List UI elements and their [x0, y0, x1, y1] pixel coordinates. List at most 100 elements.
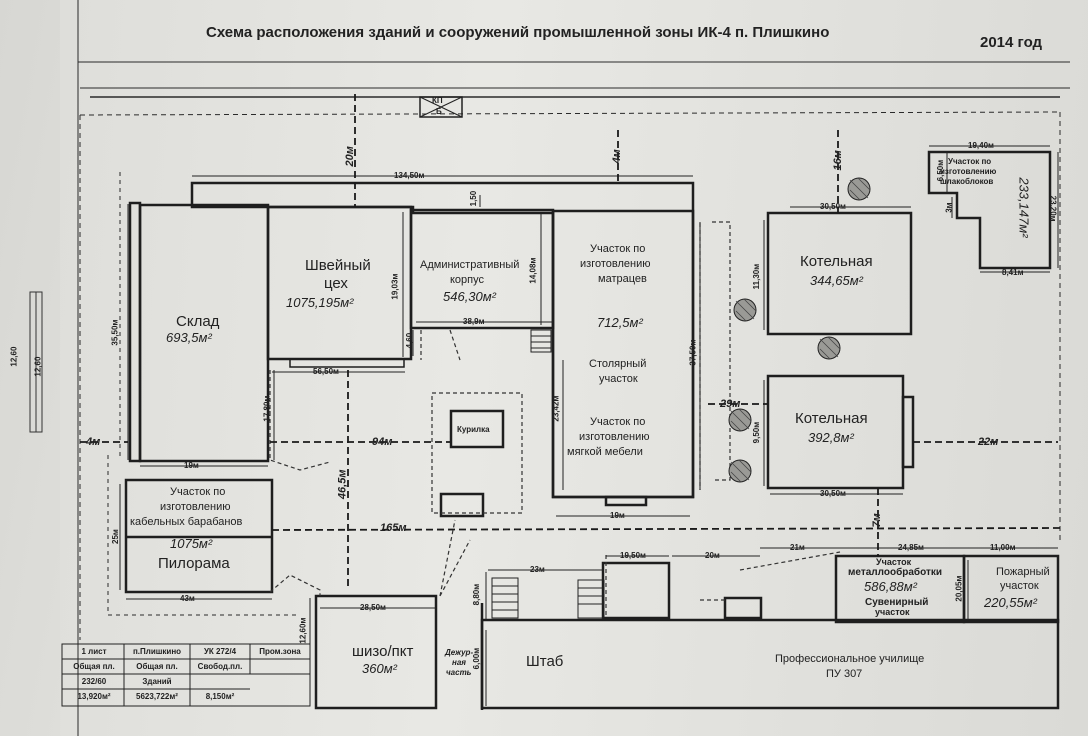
pozhar-name: Пожарный — [996, 566, 1050, 578]
gate-label-bottom: Б — [436, 107, 442, 116]
admin-name2: корпус — [450, 274, 485, 286]
kabel-area: 1075м² — [170, 536, 213, 551]
dist-label: 7м — [870, 513, 883, 528]
side-fence — [699, 221, 731, 490]
dezhur-name2: ная — [452, 658, 466, 667]
dist-label: 94м — [372, 436, 393, 448]
dist-label: 46,5м — [336, 469, 349, 500]
uchilishche-name: Профессиональное училище — [775, 653, 925, 665]
dim-label: 134,50м — [394, 171, 425, 180]
stamp-cell: Свобод.пл. — [197, 662, 243, 671]
admin-name: Административный — [420, 259, 520, 271]
dim-label: 19,40м — [968, 141, 994, 150]
shizo-building — [314, 594, 438, 710]
dist-label: 29м — [720, 398, 741, 410]
dim-label: 20м — [705, 551, 720, 560]
dashed-paths — [269, 329, 461, 471]
stairs — [530, 329, 552, 353]
ruler-label: 12,60 — [9, 346, 19, 367]
shlakoblok-name: Участок по — [948, 157, 992, 166]
stamp-cell: 232/60 — [81, 677, 107, 686]
matras-name3: матрацев — [598, 273, 647, 285]
metall-area: 586,88м² — [864, 579, 918, 594]
matras-area: 712,5м² — [597, 315, 643, 330]
shlakoblok-area: 233,147м² — [1016, 177, 1032, 238]
dim-label: 37,50м — [688, 339, 698, 366]
dim-label: 19,03м — [390, 273, 400, 300]
stamp-cell: УК 272/4 — [203, 647, 237, 656]
dim-label: 30,50м — [820, 202, 846, 211]
dim-label: 11,00м — [990, 543, 1016, 552]
kabel-name2: изготовлению — [160, 501, 231, 513]
dim-label: 19м — [610, 511, 625, 520]
perimeter-fence — [79, 111, 1061, 640]
dist-label: 22м — [978, 436, 999, 448]
paper-sheet — [60, 0, 1088, 736]
kurilka-name: Курилка — [457, 425, 490, 434]
shlakoblok-name2: изготовлению — [940, 167, 997, 176]
dim-label: 11,30м — [752, 263, 762, 290]
shveiny-annex — [289, 358, 405, 368]
kotelnaya2-name: Котельная — [795, 410, 868, 427]
dim-label: 38,9м — [463, 317, 485, 326]
dezhur-name: Дежур- — [445, 648, 474, 657]
pozhar-area: 220,55м² — [984, 595, 1038, 610]
sklad-name: Склад — [176, 313, 220, 330]
kurilka-building — [449, 409, 505, 449]
dist-label: 20м — [343, 146, 356, 167]
pilorama-name: Пилорама — [158, 555, 230, 572]
dim-label: 21м — [790, 543, 805, 552]
dist-label: 4м — [610, 149, 623, 164]
dim-label: 19м — [184, 461, 199, 470]
gate-label-top: КП — [432, 96, 443, 105]
dim-label: 23,20м — [1048, 195, 1058, 222]
dim-label: 1,50 — [469, 190, 479, 207]
dim-label: 4,60 — [405, 332, 415, 349]
dim-label: 19,50м — [620, 551, 646, 560]
gate-box — [419, 96, 463, 118]
dim-label: 8,80м — [472, 583, 482, 606]
dim-label: 30,50м — [820, 489, 846, 498]
metall-name2: металлообработки — [848, 567, 943, 578]
stamp-cell: Зданий — [142, 677, 172, 686]
dim-label: 12,60м — [298, 617, 308, 644]
shlakoblok-name3: шлакоблоков — [940, 177, 994, 186]
stamp-cell: Общая пл. — [73, 662, 115, 671]
stamp-cell: 13,920м² — [77, 692, 111, 701]
metall-name: Участок — [876, 557, 912, 567]
mebel-name: Участок по — [590, 416, 646, 428]
dezhur-name3: часть — [446, 668, 472, 677]
dim-label: 14,08м — [528, 257, 538, 284]
small-shed — [439, 492, 485, 518]
shveiny-area: 1075,195м² — [286, 295, 354, 310]
stairs — [577, 579, 605, 619]
stolyar-name: Столярный — [589, 358, 647, 370]
stamp-cell: 1 лист — [81, 647, 107, 656]
ruler-label: 12,60 — [33, 356, 43, 377]
metall-name4: участок — [875, 607, 910, 617]
inner-fence — [107, 172, 300, 616]
small-building-b — [723, 596, 763, 620]
dim-label: 25м — [110, 529, 120, 545]
kotelnaya1-name: Котельная — [800, 253, 873, 270]
dim-label: 24,85м — [898, 543, 924, 552]
dim-label: 6,50м — [936, 159, 946, 182]
shtab-name: Штаб — [526, 653, 564, 670]
shizo-name: шизо/пкт — [352, 643, 414, 660]
dim-label: 8,41м — [1002, 268, 1024, 277]
sklad-wall — [128, 201, 142, 463]
stamp-cell: Пром.зона — [259, 647, 301, 656]
stamp-table — [61, 643, 311, 707]
pilorama-yard — [269, 574, 321, 596]
entry-step — [604, 495, 648, 507]
dim-label: 23,42м — [551, 395, 561, 422]
small-building-a — [601, 561, 671, 620]
dist-label: 4м — [86, 436, 101, 448]
south-fences — [605, 551, 841, 617]
dim-label: 20,05м — [954, 575, 964, 602]
dim-label: 43м — [180, 594, 195, 603]
dim-label: 9,50м — [752, 421, 762, 444]
dim-label: 56,50м — [313, 367, 339, 376]
kurilka-fence — [431, 392, 523, 514]
